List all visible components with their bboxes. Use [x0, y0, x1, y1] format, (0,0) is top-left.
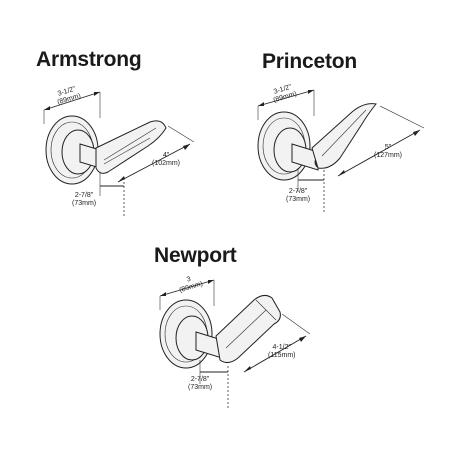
newport-lever-dim-in: 4-1/2": [272, 344, 291, 351]
princeton-lever-dim-in: 5": [384, 144, 392, 151]
armstrong-projection-dim-mm: (73mm): [72, 200, 97, 207]
armstrong-projection-dimension: 2-7/8" (73mm): [72, 192, 96, 208]
newport-lever-dimension: 4-1/2" (115mm): [268, 344, 295, 360]
product-title-newport: Newport: [154, 244, 237, 267]
newport-projection-dim-mm: (73mm): [188, 384, 213, 391]
armstrong-lever-dim-mm: (102mm): [152, 160, 181, 167]
product-title-armstrong: Armstrong: [36, 48, 142, 71]
princeton-lever: [311, 103, 377, 169]
newport-drawing: [159, 279, 311, 410]
princeton-drawing: [257, 89, 425, 212]
newport-projection-dimension: 2-7/8" (73mm): [188, 376, 212, 392]
princeton-lever-dimension: 5" (127mm): [374, 144, 402, 160]
armstrong-lever-dimension: 4" (102mm): [152, 152, 180, 168]
princeton-lever-dim-mm: (127mm): [374, 152, 403, 159]
princeton-projection-dim-mm: (73mm): [286, 196, 311, 203]
newport-projection-dim-in: 2-7/8": [190, 376, 210, 383]
armstrong-drawing: [43, 91, 195, 216]
princeton-projection-dim-in: 2-7/8": [288, 188, 308, 195]
armstrong-lever-dim-in: 4": [162, 152, 170, 159]
newport-lever: [215, 294, 281, 364]
armstrong-projection-dim-in: 2-7/8": [74, 192, 94, 199]
product-title-princeton: Princeton: [262, 50, 358, 73]
newport-lever-dim-mm: (115mm): [268, 352, 296, 359]
princeton-projection-dimension: 2-7/8" (73mm): [286, 188, 310, 204]
